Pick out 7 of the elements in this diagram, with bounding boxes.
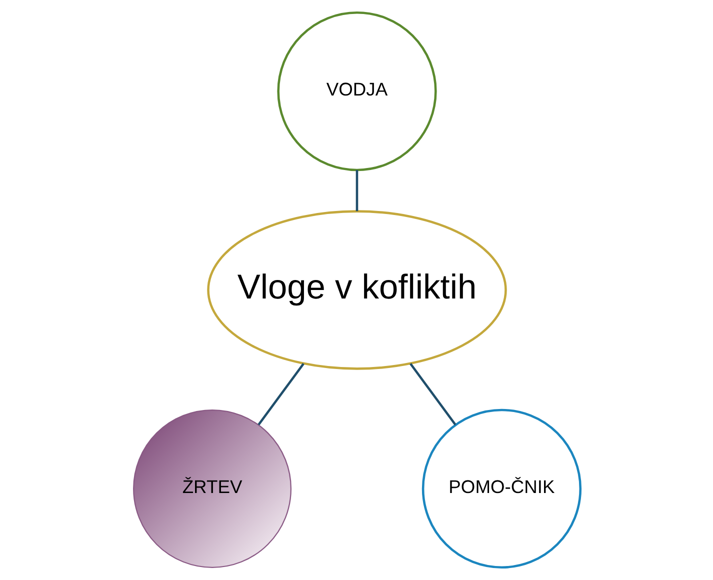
node-ellipse: Vloge v kofliktih	[206, 210, 506, 370]
node-circle: ŽRTEV	[132, 409, 292, 568]
connector	[355, 170, 358, 212]
connector	[257, 363, 304, 426]
node-circle: POMO-ČNIK	[421, 408, 582, 569]
connector	[409, 363, 456, 426]
node-circle: VODJA	[276, 11, 436, 172]
